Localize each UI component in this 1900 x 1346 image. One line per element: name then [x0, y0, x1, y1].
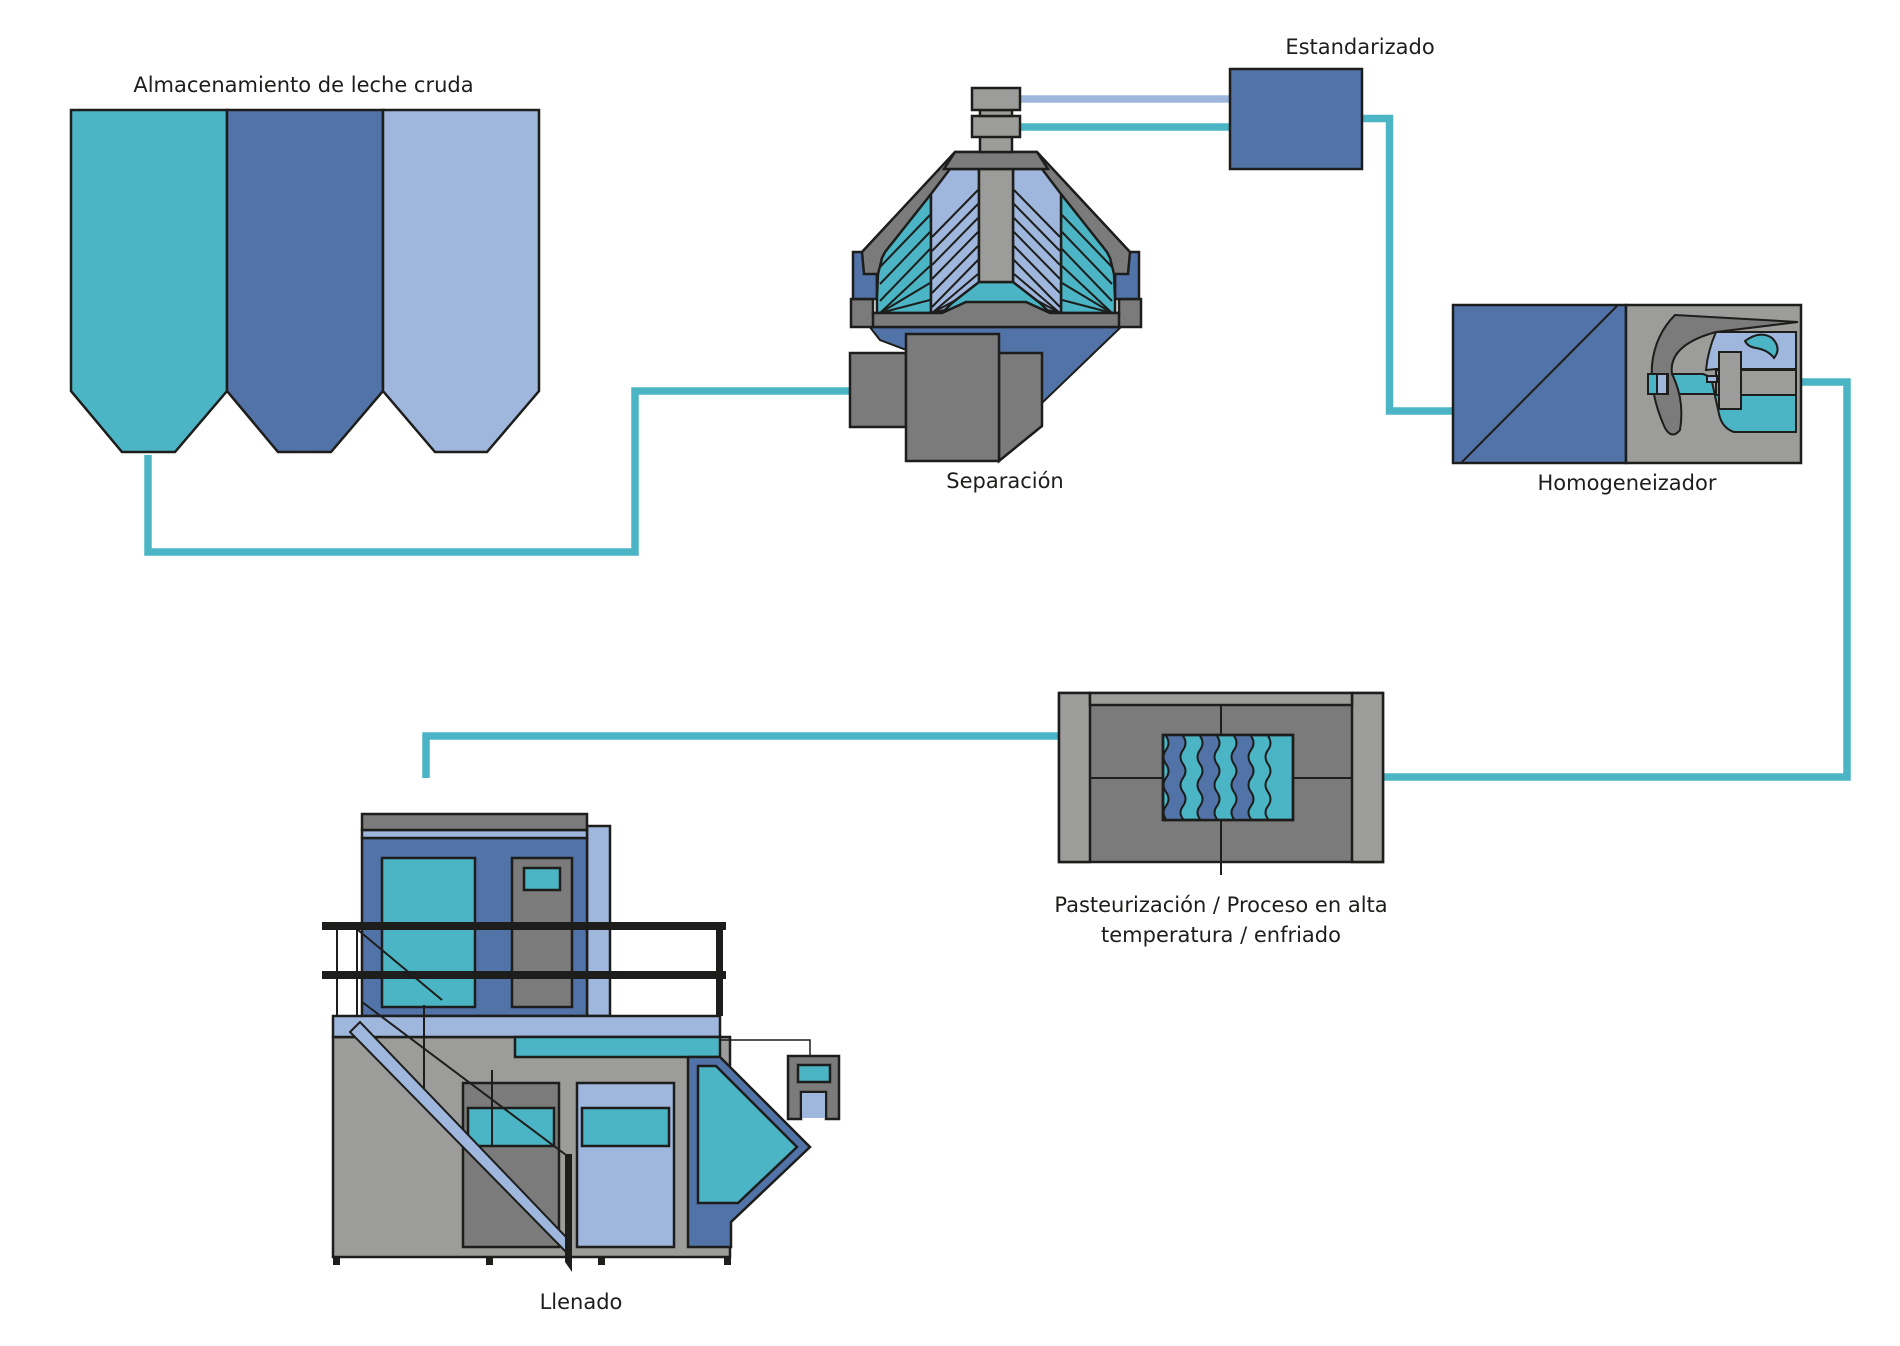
separator-hatch-line: [1061, 248, 1113, 302]
label-filling: Llenado: [539, 1290, 623, 1314]
pasteurizer-top-bar: [1088, 691, 1354, 707]
separator-hatch-line: [931, 259, 979, 308]
separator-hatch-line: [1061, 282, 1113, 314]
separator: [848, 86, 1143, 464]
pasteurizer-plate-waves: [1162, 735, 1272, 820]
tank-2[interactable]: [225, 108, 385, 454]
separator-hatch-line: [879, 282, 931, 314]
filler-rail-top: [322, 922, 726, 930]
separator-neck: [978, 134, 1014, 154]
homogenizer-piston-block: [1718, 351, 1742, 410]
pasteurizer-plates-border: [1161, 733, 1295, 822]
label-pasteurization-line1: Pasteurización / Proceso en alta: [1054, 893, 1388, 917]
pasteurizer-plate-line: [1264, 735, 1272, 820]
homogenizer-valve-upper: [1743, 333, 1779, 360]
separator-top-rim: [941, 150, 1051, 171]
filler-side-column: [585, 824, 612, 1018]
separator-hatch-line: [1013, 203, 1061, 252]
separator-hatch-line: [931, 231, 979, 280]
pasteurizer-plate-line: [1230, 735, 1238, 820]
filler-terminal-screen: [796, 1063, 832, 1084]
separator-hatch-line: [879, 265, 931, 314]
filler-stair-handrail-upper: [357, 929, 443, 1001]
separator-motor-center: [904, 332, 1001, 463]
separator-hatch-line: [931, 203, 979, 252]
separator-hatch-line: [1061, 299, 1113, 314]
tank-1[interactable]: [69, 108, 229, 454]
label-separation: Separación: [946, 469, 1064, 493]
filler-stair-handrail: [361, 1001, 567, 1156]
filler-door-light-window: [580, 1106, 671, 1148]
pasteurizer-plate-line: [1179, 735, 1187, 820]
filler-foot-1: [333, 1257, 340, 1265]
pasteurizer-plate-line: [1162, 735, 1170, 820]
filler-foot-3: [598, 1257, 605, 1265]
pipe-homogenizer-to-pasteurizer: [1382, 378, 1851, 781]
pipes: [144, 95, 1851, 781]
separator-hatch-line: [1013, 245, 1061, 294]
filler-door-dark-window: [466, 1106, 556, 1148]
filler-roof: [360, 812, 589, 832]
pasteurizer-end-left: [1057, 691, 1092, 864]
pipe-pasteurizer-to-filler: [422, 732, 1060, 778]
separator-cap-lower: [970, 114, 1022, 139]
pipe-storage-to-separator: [144, 387, 852, 556]
filler-rail-mid: [322, 971, 726, 979]
pasteurizer-end-right: [1350, 691, 1385, 864]
filling-machine[interactable]: [322, 812, 841, 1272]
label-storage: Almacenamiento de leche cruda: [133, 73, 474, 97]
filler-deck: [331, 1014, 722, 1039]
homogenizer-piston-stub: [1706, 375, 1718, 383]
homogenizer-motor-diagonal: [1460, 305, 1618, 464]
separator-hatch-line: [931, 245, 979, 294]
separator-hatch-line: [879, 248, 931, 302]
separator-motor-right: [997, 351, 1044, 464]
separator-hatch-line: [1061, 214, 1113, 268]
filler-cabin-door-window: [522, 866, 562, 892]
separator-hatch-line: [1013, 189, 1061, 238]
filler-outfeed-window: [696, 1064, 799, 1205]
separator-base-bump: [871, 300, 1121, 329]
homogenizer-inlet-ring: [1656, 373, 1668, 395]
label-standardization: Estandarizado: [1285, 35, 1435, 59]
standardizer-tank[interactable]: [1228, 67, 1364, 171]
separator-hatch-line: [879, 231, 931, 285]
separator-hatch-line: [879, 214, 931, 268]
homogenizer-lever-arm: [1650, 313, 1799, 436]
filler-terminal-cable: [720, 1039, 811, 1056]
label-pasteurization-line2: temperatura / enfriado: [1101, 923, 1341, 947]
homogenizer[interactable]: [1451, 303, 1803, 465]
separator-hatch-line: [1013, 231, 1061, 280]
filler-terminal-slot: [802, 1093, 825, 1118]
pasteurizer[interactable]: [1057, 691, 1385, 875]
separator-hatch-line: [931, 189, 979, 238]
pipe-standardizer-to-homogenizer: [1362, 114, 1454, 415]
separator-shaft: [977, 167, 1015, 284]
separator-hatch-line: [1013, 259, 1061, 308]
filler-teal-strip: [513, 1035, 722, 1059]
filler-foot-2: [486, 1257, 493, 1265]
separator-hatch-line: [931, 273, 979, 314]
storage-tanks: [69, 108, 541, 454]
separator-motor-left: [848, 351, 908, 429]
separator-hatch-line: [1061, 265, 1113, 314]
pasteurizer-plate-line: [1213, 735, 1221, 820]
separator-hatching: [879, 189, 1113, 314]
separator-cap-upper: [970, 86, 1022, 112]
separator-hatch-line: [1061, 231, 1113, 285]
separator-hatch-line: [879, 299, 931, 314]
filler-foot-4: [724, 1257, 731, 1265]
separator-hatch-line: [1013, 217, 1061, 266]
filler-cabin-window: [380, 856, 477, 1009]
pasteurizer-plate-line: [1247, 735, 1255, 820]
label-homogenization: Homogeneizador: [1537, 471, 1717, 495]
separator-hatch-line: [1013, 273, 1061, 314]
pasteurizer-plate-line: [1196, 735, 1204, 820]
tank-3[interactable]: [381, 108, 541, 454]
separator-hatch-line: [931, 217, 979, 266]
filler-stair-end-post: [565, 1154, 572, 1272]
